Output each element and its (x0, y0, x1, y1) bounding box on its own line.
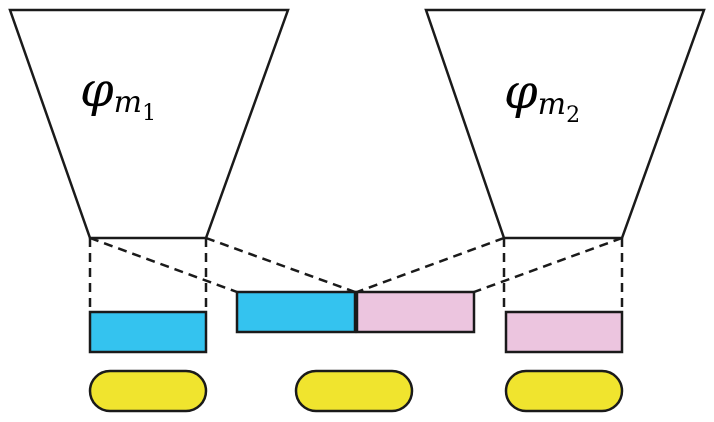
encoder-left-label: φm1 (80, 62, 156, 126)
encoder-right-trapezoid (424, 8, 706, 240)
center-blue-embedding (235, 290, 357, 334)
projection-lines (88, 236, 624, 312)
center-pink-embedding (355, 290, 476, 334)
left-to-center-dash-b (205, 236, 356, 294)
right-yellow-pill (504, 369, 624, 413)
encoder-right-label: φm2 (504, 64, 580, 128)
center-yellow-pill (294, 369, 414, 413)
left-yellow-pill (88, 369, 208, 413)
right-to-center-dash-b (473, 236, 623, 294)
right-pink-embedding (504, 310, 624, 354)
left-blue-embedding (88, 310, 208, 354)
left-to-center-dash-a (89, 236, 238, 294)
right-to-center-dash-a (356, 236, 505, 294)
